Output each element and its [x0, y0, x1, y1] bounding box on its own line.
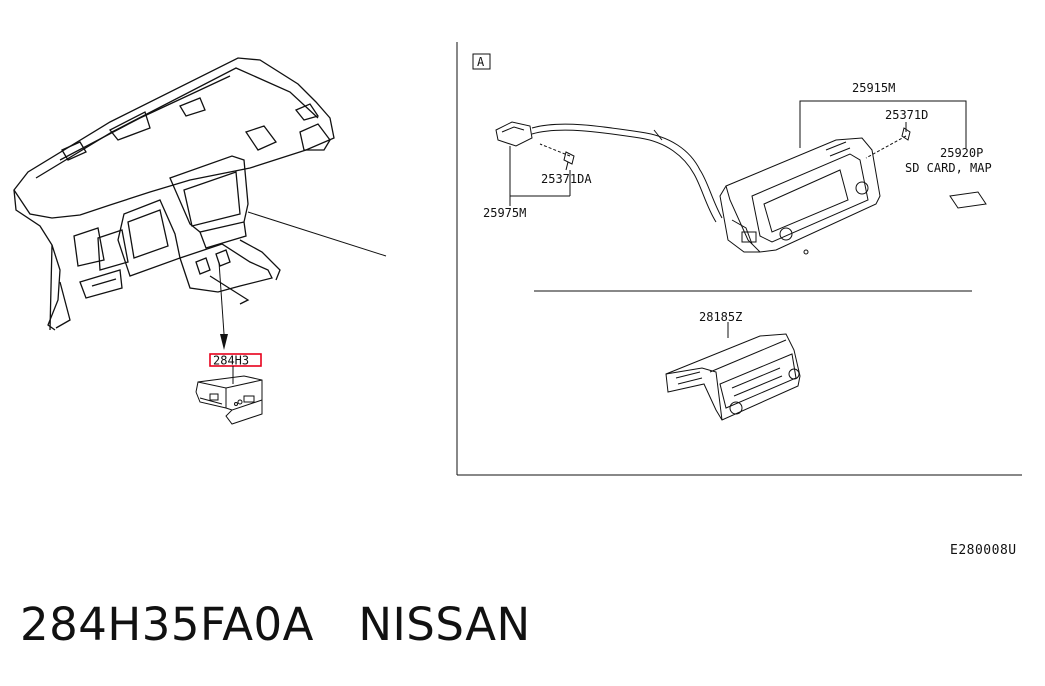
- part-number: 284H35FA0A: [20, 598, 314, 651]
- callout-284H3: 284H3: [213, 354, 249, 368]
- callout-antenna-cable: 25975M: [483, 206, 526, 220]
- arrow-to-switch: [218, 261, 228, 350]
- detail-frame: [456, 42, 1022, 476]
- sd-card-illustration: [949, 191, 987, 209]
- callout-screw-top: 25371D: [885, 108, 928, 122]
- callout-display-unit: 25915M: [852, 81, 895, 95]
- audio-unit-illustration: [665, 333, 801, 421]
- view-marker: A: [477, 55, 485, 69]
- callout-sd-card-desc: SD CARD, MAP: [905, 161, 992, 175]
- leader-to-detail: [247, 211, 387, 257]
- dashboard-illustration: [13, 57, 335, 331]
- display-unit-illustration: [719, 127, 911, 255]
- brand-name: NISSAN: [358, 598, 531, 651]
- callout-screw-bracket: 25371DA: [541, 172, 592, 186]
- part-number-line: 284H35FA0A NISSAN: [20, 598, 531, 651]
- diagram-code: E280008U: [950, 543, 1017, 558]
- antenna-cable-illustration: [495, 121, 723, 223]
- highlight-box: [209, 353, 262, 367]
- callout-sd-card-part: 25920P: [940, 146, 983, 160]
- detail-leaders: [509, 100, 967, 338]
- view-marker-box: [472, 53, 491, 70]
- usb-aux-switch-illustration: [195, 375, 263, 425]
- callout-audio-unit: 28185Z: [699, 310, 742, 324]
